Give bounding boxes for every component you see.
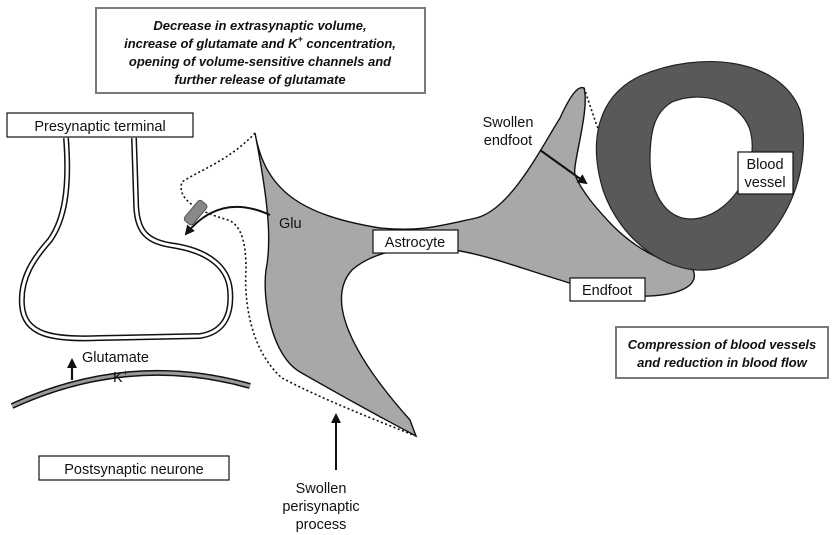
postsynaptic-label: Postsynaptic neurone (64, 462, 203, 478)
volume-sensitive-channel (183, 199, 208, 226)
potassium-label: K+ (113, 368, 128, 386)
swollen-endfoot-label-line-1: Swollen (483, 115, 534, 131)
blood-vessel-label-line-2: vessel (744, 175, 785, 191)
bottom-annotation-line-2: and reduction in blood flow (637, 355, 808, 370)
presynaptic-terminal-outline (22, 138, 231, 338)
glutamate-label: Glutamate (82, 350, 149, 366)
bottom-annotation-line-1: Compression of blood vessels (628, 337, 817, 352)
swollen-endfoot-label-line-2: endfoot (484, 133, 532, 149)
bottom-annotation-box (616, 327, 828, 378)
swollen-process-label-line-2: perisynaptic (282, 499, 359, 515)
top-annotation-line-2: increase of glutamate and K+ concentrati… (124, 34, 396, 51)
swollen-process-label-line-1: Swollen (296, 481, 347, 497)
astrocyte-label: Astrocyte (385, 235, 445, 251)
presynaptic-label: Presynaptic terminal (34, 119, 165, 135)
top-annotation-line-1: Decrease in extrasynaptic volume, (153, 18, 366, 33)
endfoot-label: Endfoot (582, 283, 632, 299)
blood-vessel-label-line-1: Blood (746, 157, 783, 173)
top-annotation-line-3: opening of volume-sensitive channels and (129, 54, 392, 69)
glu-label: Glu (279, 216, 302, 232)
top-annotation-line-4: further release of glutamate (174, 72, 345, 87)
swollen-process-label-line-3: process (296, 517, 347, 533)
